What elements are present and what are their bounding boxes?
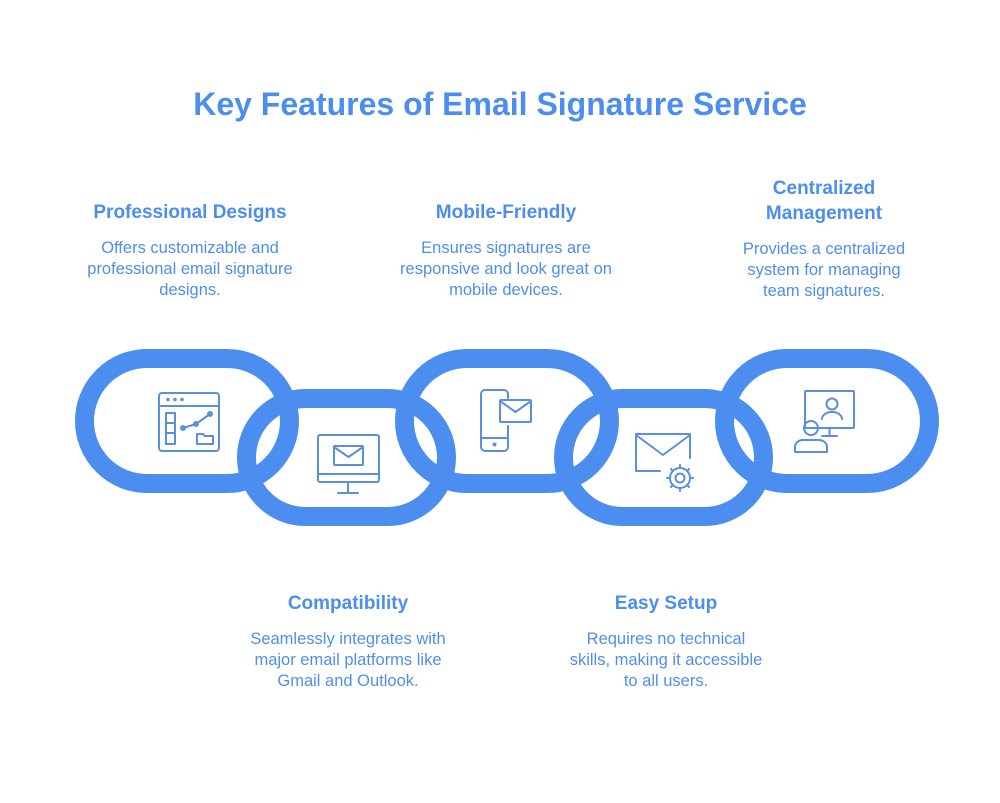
- feature-centralized-management: Centralized Management Provides a centra…: [727, 176, 921, 302]
- feature-description: Seamlessly integrates with major email p…: [250, 630, 446, 690]
- chain-link-2: [237, 389, 456, 526]
- feature-heading: Professional Designs: [93, 202, 287, 223]
- mail-gear-icon: [635, 433, 694, 492]
- feature-easy-setup: Easy Setup Requires no technical skills,…: [566, 591, 766, 692]
- dashboard-chart-icon: [158, 392, 220, 452]
- feature-compatibility: Compatibility Seamlessly integrates with…: [246, 591, 450, 692]
- monitor-mail-icon: [317, 434, 380, 494]
- feature-professional-designs: Professional Designs Offers customizable…: [70, 200, 310, 301]
- feature-heading: Compatibility: [287, 593, 409, 614]
- phone-mail-icon: [480, 389, 532, 452]
- feature-description: Requires no technical skills, making it …: [569, 630, 763, 690]
- feature-description: Provides a centralized system for managi…: [742, 240, 906, 300]
- user-monitor-icon: [794, 390, 855, 453]
- chain-link-5: [715, 349, 939, 493]
- chain-link-1: [75, 349, 299, 493]
- feature-heading: Mobile-Friendly: [435, 202, 577, 223]
- feature-description: Offers customizable and professional ema…: [87, 239, 293, 299]
- chain-link-3: [395, 349, 619, 493]
- feature-heading: Centralized Management: [765, 178, 883, 224]
- feature-mobile-friendly: Mobile-Friendly Ensures signatures are r…: [396, 200, 616, 301]
- page-title: Key Features of Email Signature Service: [193, 86, 807, 122]
- feature-heading: Easy Setup: [614, 593, 718, 614]
- feature-description: Ensures signatures are responsive and lo…: [400, 239, 612, 299]
- chain-link-4: [554, 389, 773, 526]
